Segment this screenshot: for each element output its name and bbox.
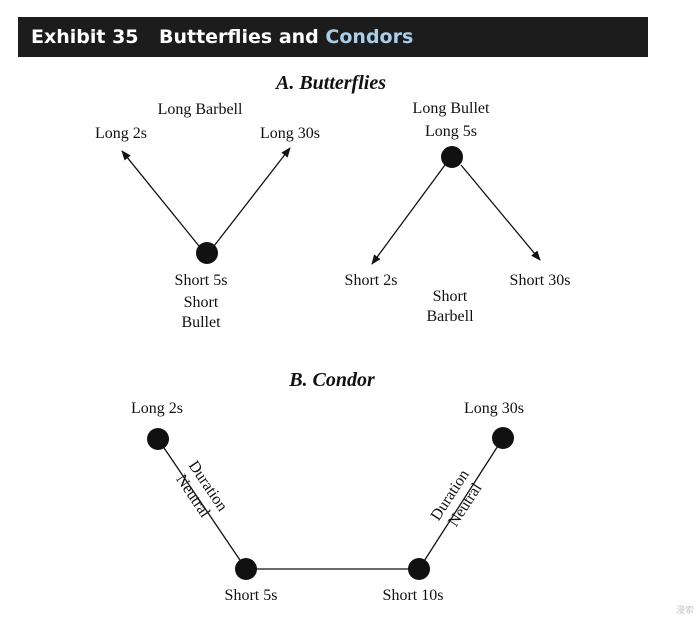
exhibit-title: Butterflies and Condors: [159, 26, 413, 48]
condor-short-10s-label: Short 10s: [383, 587, 444, 604]
long-barbell-butterfly: Long Barbell Long 2s Long 30s Short 5s S…: [95, 101, 320, 331]
condor-short-10s-node: [408, 558, 430, 580]
long-bullet-butterfly: Long Bullet Long 5s Short 2s Short 30s S…: [345, 100, 571, 325]
section-b-heading: B. Condor: [288, 369, 375, 391]
long-2s-label: Long 2s: [95, 125, 147, 142]
condor-diagram: Long 2s Long 30s Short 5s Short 10s Dura…: [131, 400, 524, 604]
short-5s-node: [196, 242, 218, 264]
condor-right-edge: [418, 437, 504, 570]
condor-long-30s-node: [492, 427, 514, 449]
short-2s-label: Short 2s: [345, 272, 398, 289]
short-30s-label: Short 30s: [510, 272, 571, 289]
section-a-heading: A. Butterflies: [274, 72, 386, 94]
corner-watermark: 漫索: [676, 604, 694, 616]
condor-short-5s-node: [235, 558, 257, 580]
short-bullet-line2: Bullet: [181, 314, 221, 331]
short-barbell-line1: Short: [433, 288, 468, 305]
condor-long-2s-node: [147, 428, 169, 450]
long-30s-label: Long 30s: [260, 125, 320, 142]
long-bullet-title: Long Bullet: [413, 100, 490, 117]
condor-long-2s-label: Long 2s: [131, 400, 183, 417]
exhibit-banner: Exhibit 35 Butterflies and Condors: [18, 17, 648, 57]
exhibit-title-main: Butterflies and: [159, 26, 319, 48]
long-barbell-title: Long Barbell: [158, 101, 243, 118]
exhibit-number: Exhibit 35: [31, 26, 139, 48]
arrow-to-long-30s: [213, 147, 291, 247]
condor-left-edge: [157, 438, 247, 570]
exhibit-title-highlight: Condors: [325, 26, 414, 48]
condor-short-5s-label: Short 5s: [225, 587, 278, 604]
arrow-to-long-2s: [121, 150, 200, 247]
short-5s-label: Short 5s: [175, 272, 228, 289]
short-barbell-line2: Barbell: [426, 308, 474, 325]
arrow-to-short-30s: [460, 164, 541, 261]
left-duration-neutral-label: Duration Neutral: [172, 458, 230, 521]
long-5s-node: [441, 146, 463, 168]
condor-long-30s-label: Long 30s: [464, 400, 524, 417]
arrow-to-short-2s: [371, 164, 446, 265]
long-5s-label: Long 5s: [425, 123, 477, 140]
short-bullet-line1: Short: [184, 294, 219, 311]
